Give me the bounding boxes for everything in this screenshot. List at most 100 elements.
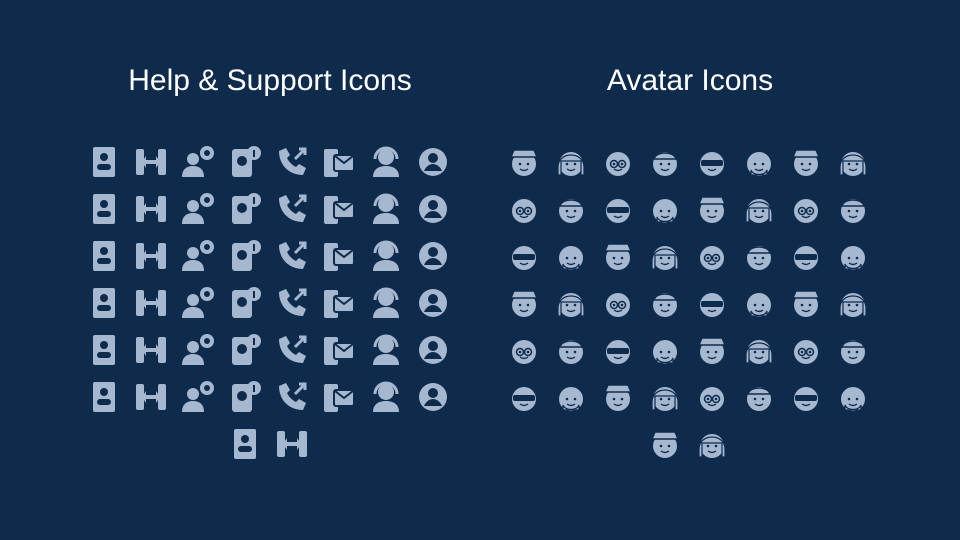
gear-target-icon bbox=[366, 283, 406, 323]
avatar-woman-goggles-icon bbox=[739, 283, 779, 323]
desk-support-icon bbox=[319, 189, 359, 229]
avatar-woman-glasses-icon bbox=[598, 236, 638, 276]
avatar-girl-pigtails-icon bbox=[833, 330, 873, 370]
clipboard-checklist-icon bbox=[319, 283, 359, 323]
global-location-icon bbox=[366, 236, 406, 276]
avatar-nurse-icon bbox=[598, 142, 638, 182]
key-icon bbox=[178, 330, 218, 370]
calendar-clock-icon bbox=[178, 283, 218, 323]
avatar-sheriff-icon bbox=[551, 377, 591, 417]
avatar-worker-helmet-icon bbox=[645, 424, 685, 464]
avatar-man-glasses-beard-icon bbox=[598, 283, 638, 323]
document-hand-icon bbox=[272, 189, 312, 229]
chain-link-icon bbox=[131, 377, 171, 417]
avatar-nurse-cap-icon bbox=[645, 283, 685, 323]
avatar-helmet-icon bbox=[504, 377, 544, 417]
avatar-vr-headset-icon bbox=[692, 330, 732, 370]
reception-clock-icon bbox=[413, 189, 453, 229]
avatar-grandma-bun-icon bbox=[692, 377, 732, 417]
avatar-woman-ponytail-icon bbox=[739, 377, 779, 417]
avatar-mandarin-icon bbox=[504, 142, 544, 182]
helpdesk-agent-icon bbox=[413, 142, 453, 182]
agent-rating-icon bbox=[225, 283, 265, 323]
network-wrench-icon bbox=[131, 189, 171, 229]
avatar-headband-man-icon bbox=[786, 377, 826, 417]
search-question-icon bbox=[366, 189, 406, 229]
helping-hand-icon bbox=[131, 283, 171, 323]
avatar-farmer-hat-icon bbox=[739, 330, 779, 370]
door-exit-icon bbox=[84, 377, 124, 417]
location-info-icon bbox=[178, 236, 218, 276]
avatar-girl-buns-icon bbox=[739, 236, 779, 276]
megaphone-icon bbox=[272, 236, 312, 276]
lifebuoy-icon bbox=[178, 377, 218, 417]
telephone-fax-icon bbox=[272, 283, 312, 323]
clock-icon bbox=[366, 377, 406, 417]
exchange-arrows-icon bbox=[131, 236, 171, 276]
avatar-icon-grid bbox=[504, 142, 884, 482]
avatar-hat-beard-icon bbox=[692, 142, 732, 182]
avatar-icons-title: Avatar Icons bbox=[606, 64, 774, 97]
avatar-curly-man-icon bbox=[692, 236, 732, 276]
avatar-old-man-glasses-icon bbox=[504, 283, 544, 323]
mobile-message-icon bbox=[319, 142, 359, 182]
avatar-woman-headscarf-icon bbox=[598, 189, 638, 229]
avatar-king-icon bbox=[692, 424, 732, 464]
chat-bubbles-icon bbox=[178, 189, 218, 229]
tools-icon bbox=[225, 377, 265, 417]
gear-chat-icon bbox=[225, 189, 265, 229]
avatar-bandana-icon bbox=[786, 330, 826, 370]
avatar-mohawk-icon bbox=[692, 189, 732, 229]
avatar-woman-bob-icon bbox=[786, 236, 826, 276]
headset-mouse-icon bbox=[366, 142, 406, 182]
avatar-masked-icon bbox=[692, 283, 732, 323]
support-agent-notification-icon bbox=[178, 142, 218, 182]
avatar-bearded-man-icon bbox=[504, 189, 544, 229]
question-circle-icon bbox=[225, 236, 265, 276]
avatar-hippie-icon bbox=[551, 283, 591, 323]
avatar-pirate-icon bbox=[504, 236, 544, 276]
avatar-old-woman-icon bbox=[645, 189, 685, 229]
gear-wrench-icon bbox=[272, 377, 312, 417]
avatar-man-short-hair-icon bbox=[786, 142, 826, 182]
info-circle-icon bbox=[272, 424, 312, 464]
avatar-ninja-icon bbox=[551, 189, 591, 229]
avatar-man-glasses-icon bbox=[645, 142, 685, 182]
avatar-boy-cap-icon bbox=[739, 189, 779, 229]
phone-chat-icon bbox=[84, 236, 124, 276]
waiter-service-icon bbox=[413, 377, 453, 417]
avatar-conical-hat-icon bbox=[786, 189, 826, 229]
headset-info-icon bbox=[319, 377, 359, 417]
avatar-woman-long-hair-icon bbox=[551, 142, 591, 182]
raised-hands-icon bbox=[413, 330, 453, 370]
avatar-woman-curly-icon bbox=[833, 142, 873, 182]
call-transfer-icon bbox=[272, 142, 312, 182]
avatar-baby-icon bbox=[645, 330, 685, 370]
desk-user-icon bbox=[225, 424, 265, 464]
address-book-icon bbox=[84, 142, 124, 182]
avatar-girl-bangs-icon bbox=[833, 189, 873, 229]
avatar-police-icon bbox=[551, 330, 591, 370]
mobile-info-icon bbox=[225, 142, 265, 182]
hand-touch-screen-icon bbox=[413, 236, 453, 276]
avatar-girl-braids-icon bbox=[833, 283, 873, 323]
hierarchy-icon bbox=[131, 330, 171, 370]
avatar-viking-icon bbox=[833, 377, 873, 417]
chat-check-icon bbox=[366, 330, 406, 370]
team-board-icon bbox=[413, 283, 453, 323]
phonebook-icon bbox=[84, 283, 124, 323]
help-support-icon-grid bbox=[84, 142, 464, 482]
help-support-title: Help & Support Icons bbox=[128, 64, 412, 97]
avatar-kid-cap-icon bbox=[598, 377, 638, 417]
avatar-graduate-icon bbox=[786, 283, 826, 323]
phone-handset-service-icon bbox=[131, 142, 171, 182]
avatar-granny-glasses-icon bbox=[551, 236, 591, 276]
avatar-viking-woman-icon bbox=[504, 330, 544, 370]
traffic-cone-icon bbox=[84, 330, 124, 370]
avatar-woman-side-hair-icon bbox=[739, 142, 779, 182]
avatar-propeller-cap-icon bbox=[833, 236, 873, 276]
avatar-man-side-part-icon bbox=[645, 236, 685, 276]
mailbox-icon bbox=[272, 330, 312, 370]
translation-icon bbox=[319, 330, 359, 370]
phone-handshake-icon bbox=[225, 330, 265, 370]
